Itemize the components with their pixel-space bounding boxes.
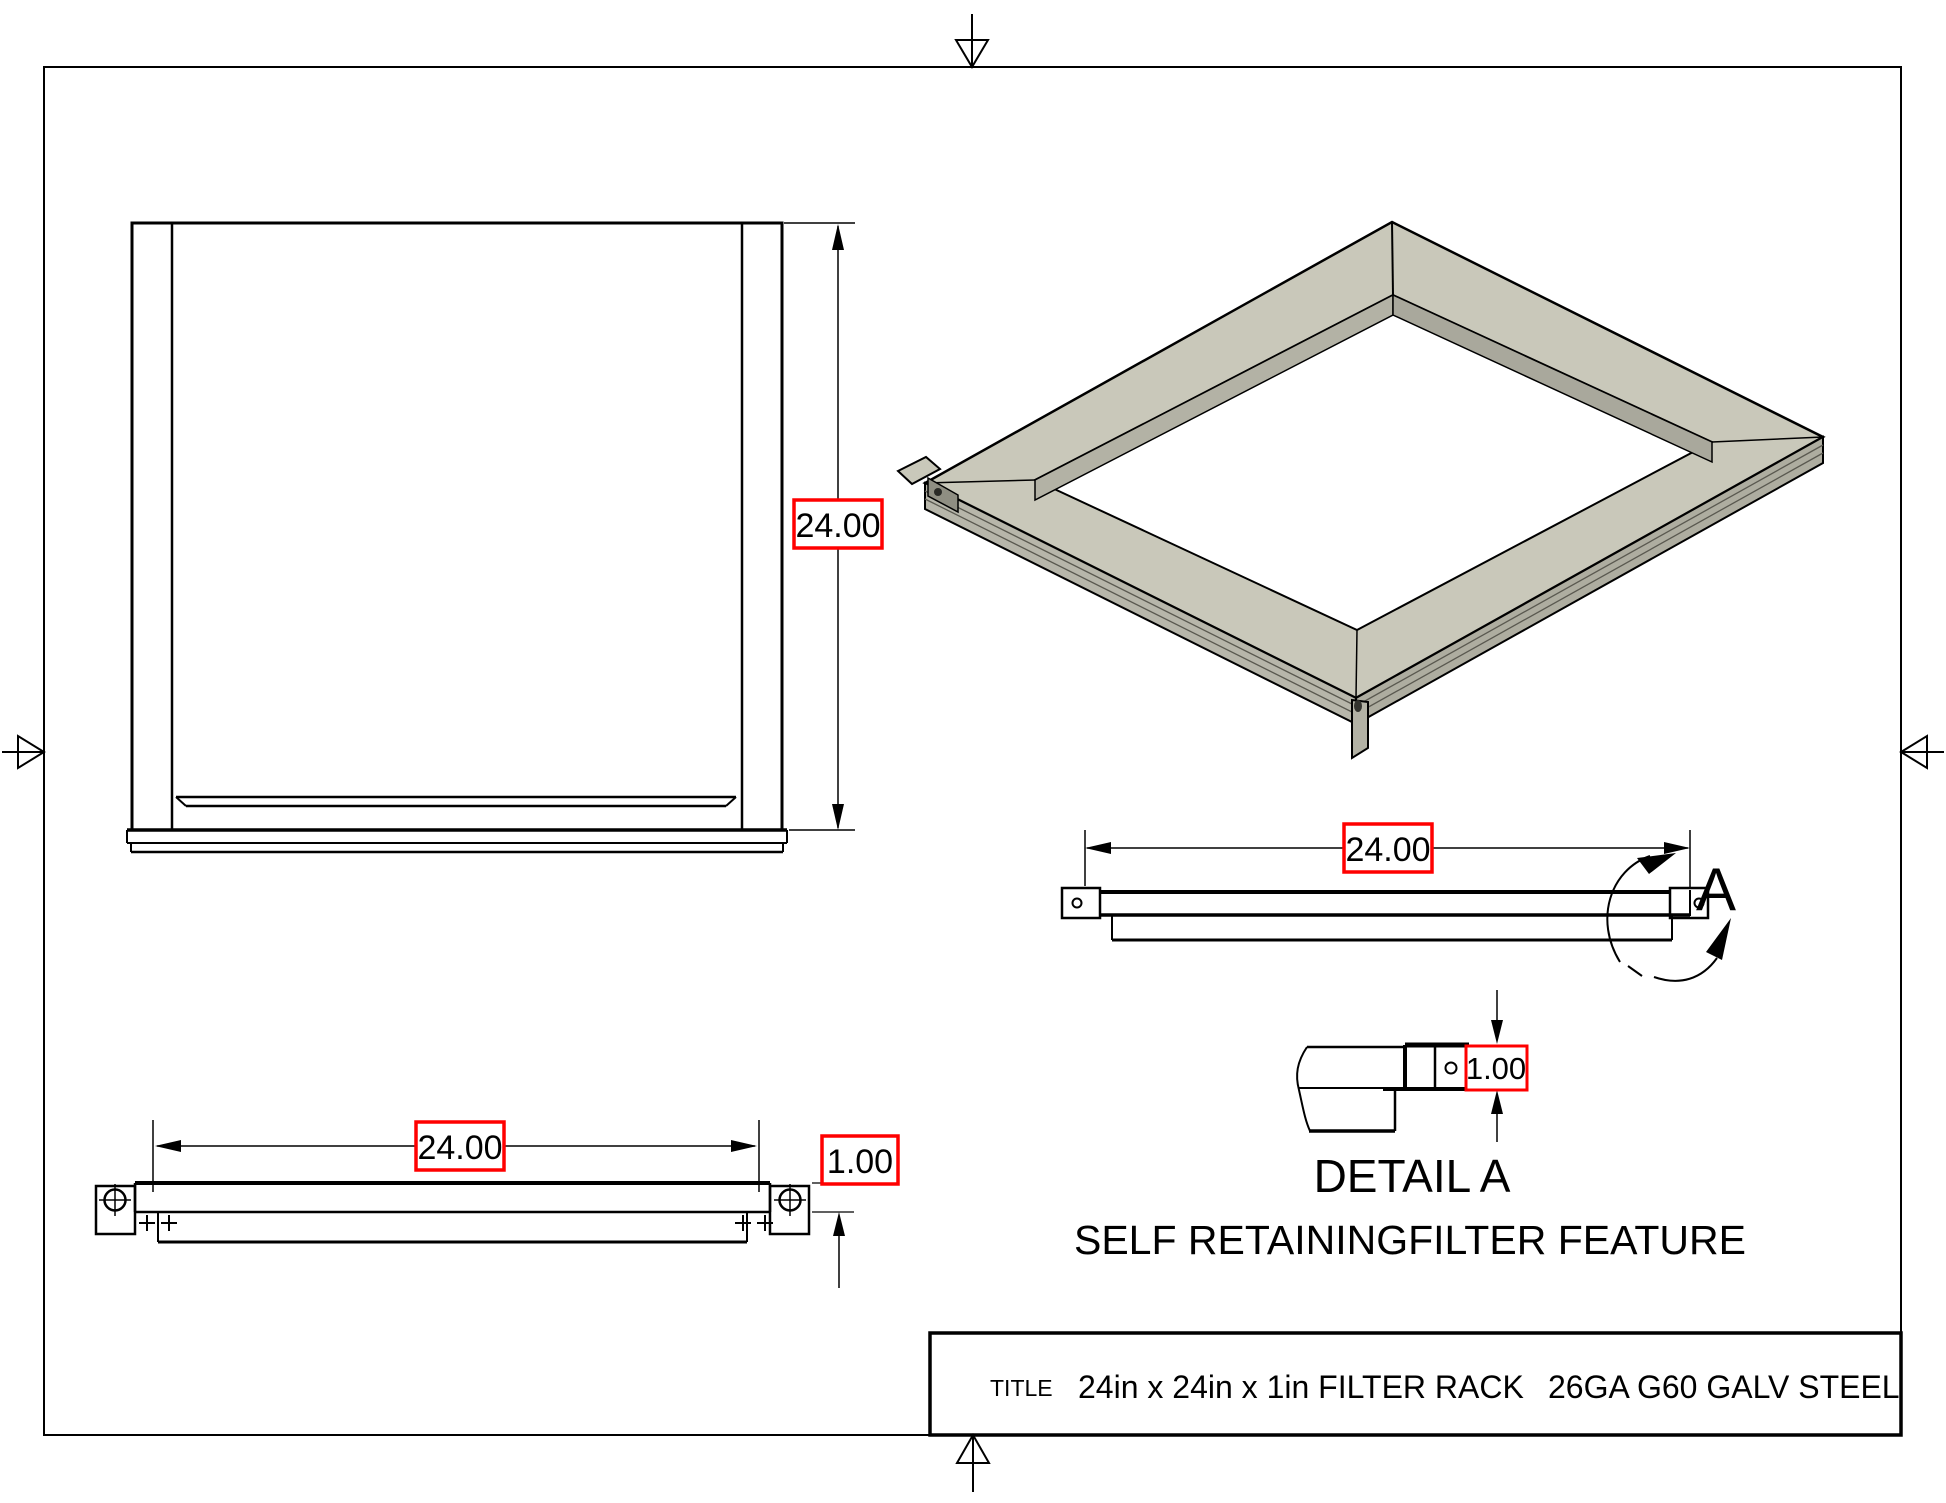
detail-a-caption: SELF RETAININGFILTER FEATURE	[1074, 1217, 1746, 1263]
front-view-height-dimension: 24.00	[784, 222, 884, 831]
detail-a-callout: A	[1606, 853, 1736, 982]
iso-corner-fin-bottom	[1351, 698, 1369, 760]
dim-box-front-height	[792, 498, 884, 550]
bottom-view-thickness-dimension: 1.00	[812, 1134, 900, 1288]
title-block: TITLE 24in x 24in x 1in FILTER RACK 26GA…	[928, 1331, 1903, 1437]
dim-side-width: 24.00	[1345, 831, 1430, 869]
dim-box-side-width	[1342, 822, 1434, 874]
screw-symbol-right	[774, 1184, 806, 1216]
dim-front-height: 24.00	[795, 507, 880, 545]
dim-detail-thickness: 1.00	[1466, 1051, 1526, 1086]
detail-hole	[1444, 1061, 1458, 1075]
dim-box-detail-thickness	[1464, 1044, 1529, 1092]
dim-bottom-thickness: 1.00	[827, 1143, 893, 1181]
side-view-left-tab	[1060, 886, 1102, 920]
center-mark-top	[954, 14, 990, 69]
title-block-label: TITLE	[990, 1375, 1053, 1401]
title-block-title: 24in x 24in x 1in FILTER RACK	[1078, 1369, 1524, 1405]
side-view: 24.00	[1060, 822, 1710, 942]
bottom-view: 24.00	[94, 1120, 900, 1288]
dim-box-bottom-width	[414, 1120, 506, 1172]
front-view	[126, 221, 788, 854]
iso-corner-tab-left	[896, 455, 942, 486]
dim-box-bottom-thickness	[820, 1134, 900, 1186]
isometric-view	[896, 220, 1826, 760]
title-block-material: 26GA G60 GALV STEEL	[1548, 1369, 1900, 1405]
center-mark-bottom	[955, 1432, 991, 1492]
center-mark-right	[1899, 734, 1944, 770]
center-mark-left	[2, 734, 46, 770]
screw-symbol-left	[99, 1184, 131, 1216]
detail-a-title: DETAIL A	[1314, 1150, 1511, 1202]
detail-a-view: 1.00 DETAIL A SELF RETAININGFILTER FEATU…	[1074, 990, 1746, 1263]
iso-inner-wall-right	[1392, 293, 1713, 464]
iso-corner-face-left	[927, 476, 959, 514]
position-cross-marks	[139, 1215, 773, 1231]
side-view-right-tab	[1668, 886, 1710, 920]
dim-bottom-width: 24.00	[417, 1129, 502, 1167]
detail-a-letter: A	[1696, 856, 1736, 923]
